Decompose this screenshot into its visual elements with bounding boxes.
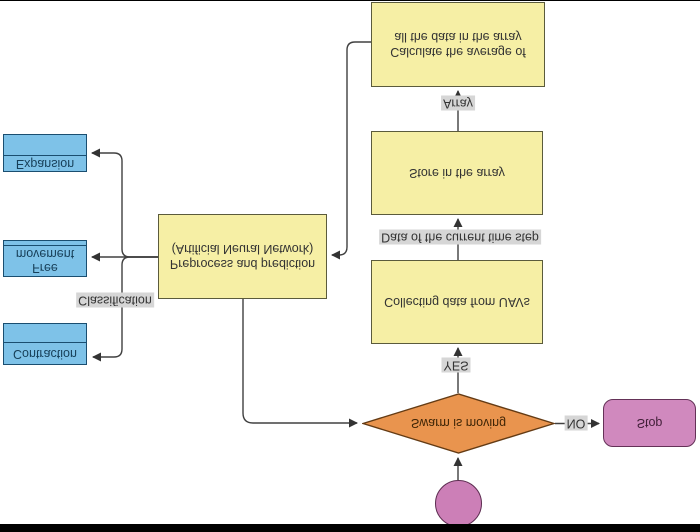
store-node: Store in the array [371, 131, 543, 215]
preprocess-label: Preprocess and prediction (Artificial Ne… [170, 242, 315, 272]
calculate-node: Calculate the average of all the data in… [371, 2, 545, 87]
frame-bar-bottom [0, 524, 700, 532]
free-movement-label-line1: Free [32, 261, 58, 275]
decision-node: Swarm is moving [360, 393, 557, 454]
contraction-divider [4, 342, 86, 343]
calculate-label-line2: all the data in the array [394, 30, 522, 45]
expansion-label: Expansion [15, 157, 75, 171]
preprocess-node: Preprocess and prediction (Artificial Ne… [158, 214, 327, 299]
contraction-node: Contraction [3, 323, 87, 365]
frame-bar-top [0, 0, 700, 2]
free-movement-divider [4, 245, 86, 246]
calculate-label: Calculate the average of all the data in… [390, 30, 526, 60]
expansion-divider [4, 155, 86, 156]
calculate-label-line1: Calculate the average of [390, 45, 526, 60]
store-label: Store in the array [409, 166, 505, 181]
contraction-label: Contraction [13, 347, 77, 361]
edge-label-array: Array [441, 95, 475, 111]
edge-label-yes: YES [441, 357, 471, 373]
expansion-node: Expansion [3, 134, 87, 172]
preprocess-label-line2: (Artificial Neural Network) [171, 242, 314, 257]
diamond-shape [360, 393, 557, 454]
edge-preprocess-to-decision [242, 299, 358, 428]
edge-label-data-step: Data of the current time step [379, 229, 541, 245]
edge-label-no: NO [564, 415, 588, 431]
edge-calculate-to-preprocess [331, 41, 371, 260]
decision-label: Swarm is moving [410, 416, 507, 431]
preprocess-label-line1: Preprocess and prediction [169, 257, 316, 272]
stop-node: Stop [603, 399, 696, 447]
stop-label: Stop [636, 416, 663, 431]
collect-label: Collecting data from UAVs [384, 295, 530, 310]
collect-node: Collecting data from UAVs [371, 260, 543, 344]
free-movement-label-line2: movement [15, 247, 75, 261]
edge-preprocess-to-expansion [91, 148, 158, 258]
edge-label-classification: Classification [76, 292, 154, 308]
start-node [435, 480, 482, 527]
free-movement-label: Free movement [4, 246, 86, 276]
free-movement-node: Free movement [3, 240, 87, 277]
